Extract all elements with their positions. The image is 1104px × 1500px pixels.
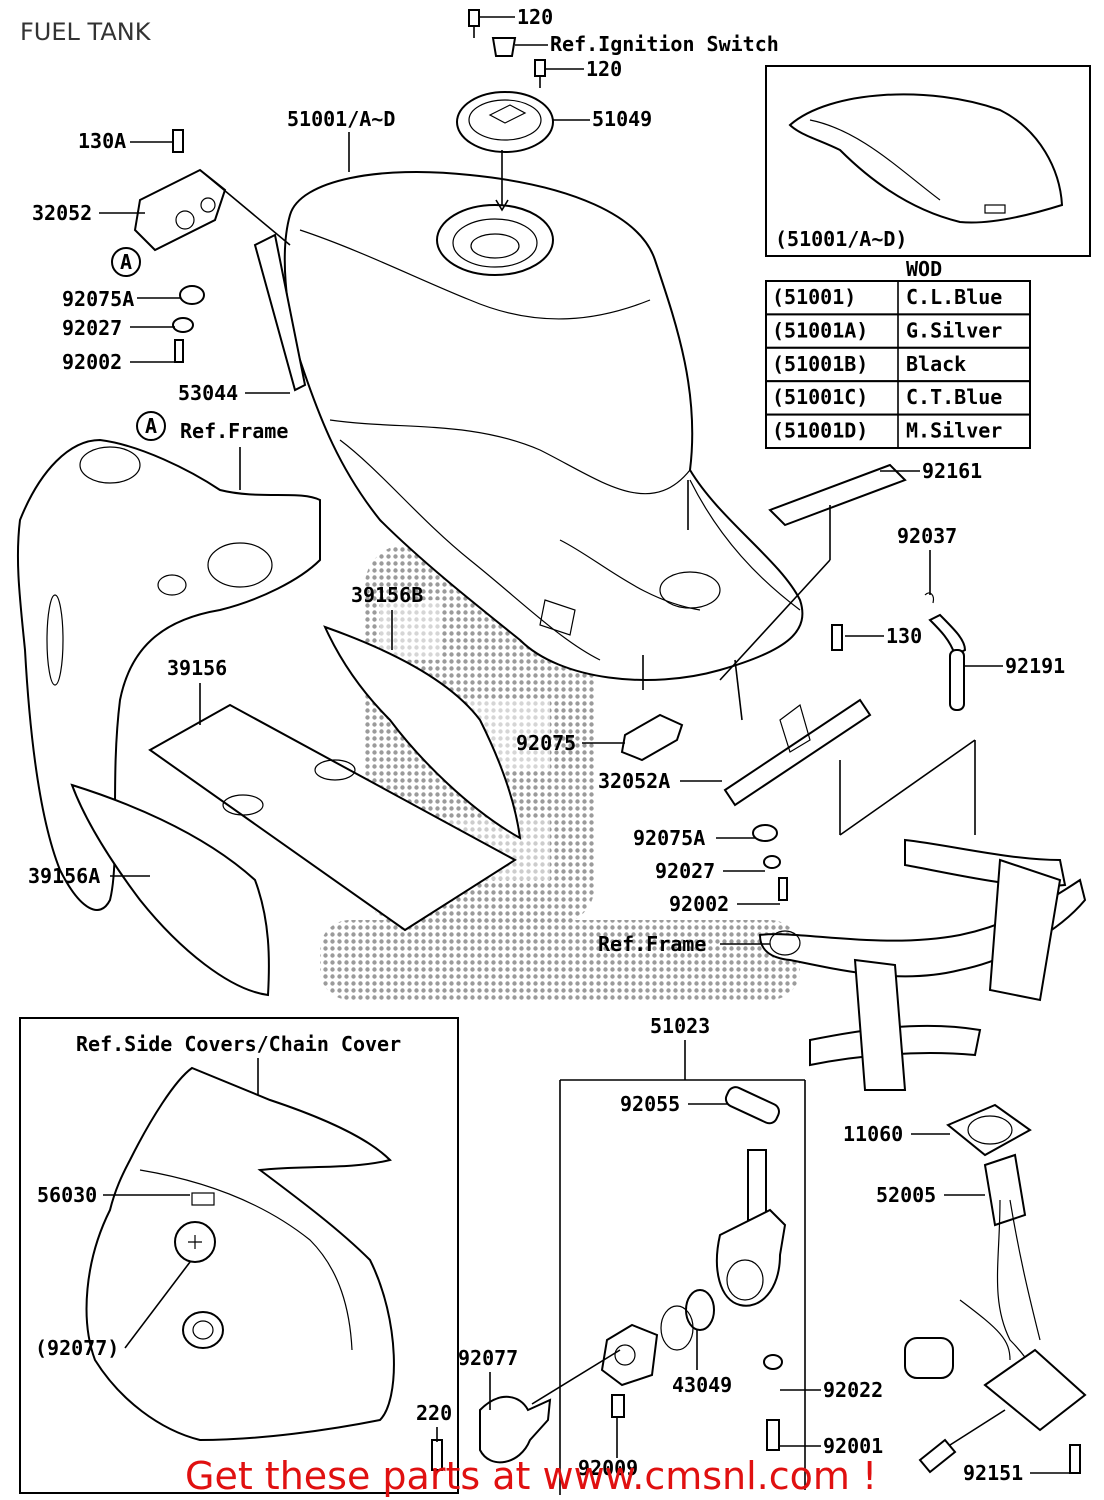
wod-code: (51001C): [772, 385, 868, 409]
callout-cframe1: Ref.Frame: [180, 419, 288, 443]
callout-c220: 220: [416, 1401, 452, 1425]
bracket-32052: [133, 129, 291, 363]
fuel-tank: [283, 170, 804, 681]
callout-c11060: 11060: [843, 1122, 903, 1146]
wod-color: Black: [906, 352, 966, 376]
inset-caption: (51001/A~D): [775, 227, 907, 251]
callout-c39156: 39156: [167, 656, 227, 680]
callout-c92075A: 92075A: [62, 287, 134, 311]
marker-a-circle-2: [136, 411, 166, 441]
fuel-cock-assembly: [431, 1040, 806, 1495]
wod-code: (51001A): [772, 318, 868, 342]
callout-c92009: 92009: [578, 1456, 638, 1480]
promo-banner[interactable]: Get these parts at www.cmsnl.com !: [185, 1454, 877, 1498]
callout-c39156A: 39156A: [28, 864, 100, 888]
callout-c92002: 92002: [62, 350, 122, 374]
wod-color: C.T.Blue: [906, 385, 1002, 409]
callout-c51023: 51023: [650, 1014, 710, 1038]
callout-c120a: 120: [517, 5, 553, 29]
wod-code: (51001): [772, 285, 856, 309]
callout-c120b: 120: [586, 57, 622, 81]
inset-tank-view: (51001/A~D): [765, 65, 1091, 257]
callout-c92027b: 92027: [655, 859, 715, 883]
wod-rows: (51001) C.L.Blue (51001A) G.Silver (51001B) B…: [765, 280, 1031, 450]
callout-c92161: 92161: [922, 459, 982, 483]
callout-c92075: 92075: [516, 731, 576, 755]
callout-c92075A2: 92075A: [633, 826, 705, 850]
wod-code: (51001B): [772, 352, 868, 376]
callout-c92001: 92001: [823, 1434, 883, 1458]
wod-color-table: WOD (51001)C.L.Blue(51001A)G.Silver(5100…: [765, 257, 1031, 450]
wod-heading: WOD: [906, 257, 942, 281]
callout-c32052: 32052: [32, 201, 92, 225]
frame-rear: [758, 838, 1087, 1091]
callout-c92037: 92037: [897, 524, 957, 548]
wod-color: C.L.Blue: [906, 285, 1002, 309]
callout-c39156B: 39156B: [351, 583, 423, 607]
inset-side-covers: [19, 1017, 459, 1494]
side-covers-39156: [70, 625, 522, 997]
leader-c92077p: [124, 1261, 191, 1349]
callout-c43049: 43049: [672, 1373, 732, 1397]
callout-c51001: 51001/A~D: [287, 107, 395, 131]
callout-c130: 130: [886, 624, 922, 648]
fuel-pump-assembly: [904, 1103, 1087, 1474]
callout-cframe2: Ref.Frame: [598, 932, 706, 956]
callout-c92022: 92022: [823, 1378, 883, 1402]
rear-mount-parts: [620, 463, 967, 901]
leader-lines: [642, 480, 976, 836]
marker-a-circle-1: [111, 247, 141, 277]
page-title: FUEL TANK: [20, 18, 152, 46]
wod-color: M.Silver: [906, 419, 1002, 443]
callout-cA2: A: [145, 414, 157, 438]
callout-c92027: 92027: [62, 316, 122, 340]
callout-c56030: 56030: [37, 1183, 97, 1207]
callout-c52005: 52005: [876, 1183, 936, 1207]
pad-53044: [253, 233, 307, 392]
callout-c130A: 130A: [78, 129, 126, 153]
callout-c51049: 51049: [592, 107, 652, 131]
callout-c53044: 53044: [178, 381, 238, 405]
callout-csidecov: Ref.Side Covers/Chain Cover: [76, 1032, 401, 1056]
callout-cign: Ref.Ignition Switch: [550, 32, 779, 56]
callout-c92002b: 92002: [669, 892, 729, 916]
callout-c92077: 92077: [458, 1346, 518, 1370]
callout-c92191: 92191: [1005, 654, 1065, 678]
filler-cap-parts: [456, 9, 554, 212]
callout-c92077p: (92077): [35, 1336, 119, 1360]
callout-c32052A: 32052A: [598, 769, 670, 793]
callout-c92151: 92151: [963, 1461, 1023, 1485]
wod-color: G.Silver: [906, 318, 1002, 342]
wod-code: (51001D): [772, 419, 868, 443]
callout-cA1: A: [120, 250, 132, 274]
callout-c92055: 92055: [620, 1092, 680, 1116]
